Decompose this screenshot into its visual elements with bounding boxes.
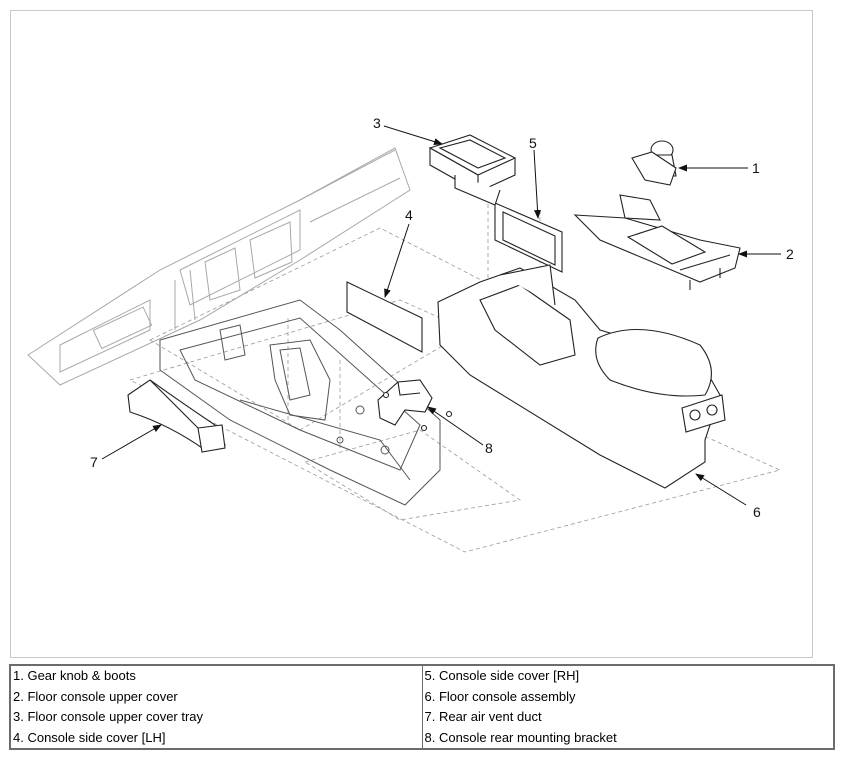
- gear-knob-and-boots: [631, 140, 677, 186]
- floor-tunnel: [159, 299, 441, 506]
- legend-item-6: 6. Floor console assembly: [424, 688, 576, 704]
- callout-5: 5: [529, 135, 537, 151]
- callout-2: 2: [786, 246, 794, 262]
- callout-3: 3: [373, 115, 381, 131]
- parts-legend-table: 1. Gear knob & boots 2. Floor console up…: [9, 664, 835, 750]
- callout-1: 1: [752, 160, 760, 176]
- legend-item-5: 5. Console side cover [RH]: [424, 668, 580, 683]
- legend-column-left: 1. Gear knob & boots 2. Floor console up…: [9, 664, 423, 750]
- console-rear-mounting-bracket: [377, 379, 453, 432]
- floor-console-upper-cover: [573, 194, 741, 290]
- legend-item-2: 2. Floor console upper cover: [13, 688, 178, 704]
- exploded-parts-diagram: 3 5 1 2 4 6 7 8: [27, 115, 794, 553]
- legend-item-8: 8. Console rear mounting bracket: [424, 729, 617, 745]
- rear-air-vent-duct: [127, 379, 226, 453]
- legend-item-4: 4. Console side cover [LH]: [13, 729, 166, 745]
- console-side-cover-rh: [494, 202, 563, 273]
- dashboard-outline: [27, 147, 411, 386]
- floor-console-assembly: [437, 264, 726, 489]
- callout-labels: 3 5 1 2 4 6 7 8: [90, 115, 794, 520]
- legend-item-7: 7. Rear air vent duct: [424, 709, 542, 724]
- floor-console-upper-cover-tray: [428, 134, 517, 206]
- callout-4: 4: [405, 207, 413, 223]
- callout-8: 8: [485, 440, 493, 456]
- leader-lines: [101, 125, 781, 506]
- legend-item-1: 1. Gear knob & boots: [13, 668, 136, 683]
- legend-item-3: 3. Floor console upper cover tray: [13, 709, 204, 724]
- console-side-cover-lh: [346, 281, 423, 353]
- callout-7: 7: [90, 454, 98, 470]
- callout-6: 6: [753, 504, 761, 520]
- legend-column-right: 5. Console side cover [RH] 6. Floor cons…: [421, 664, 835, 750]
